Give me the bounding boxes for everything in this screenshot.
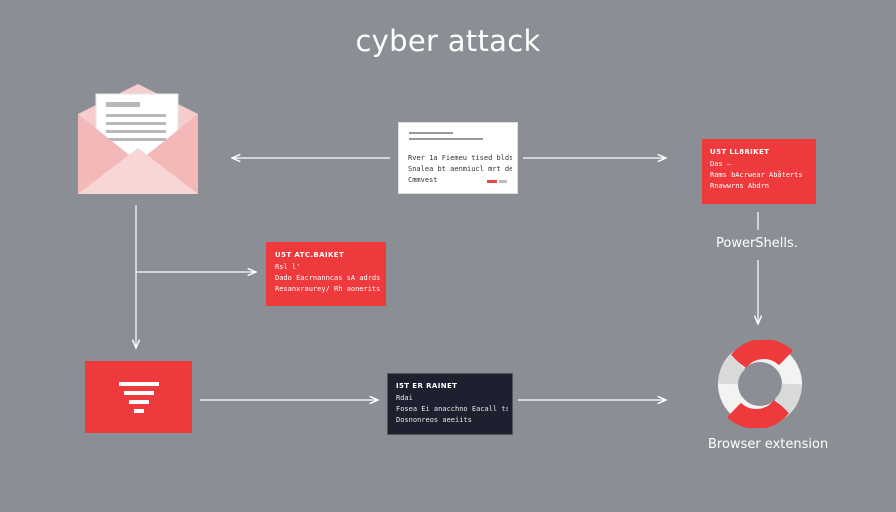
- funnel-icon: [119, 382, 159, 413]
- red-card-top-right-heading: U5T LL8RIKET: [710, 148, 770, 156]
- red-card-middle: U5T ATC.BAIKET Rsl l' Dado Eacrnanncas s…: [266, 242, 386, 306]
- red-card-top-right-line-1: Das —: [710, 160, 732, 168]
- dark-card: I5T ER RAINET Rdai Fosea Ei anacchno Eac…: [387, 373, 513, 435]
- message-line-3: Cmmvest: [408, 176, 438, 184]
- funnel-box: [85, 361, 192, 433]
- red-card-middle-heading: U5T ATC.BAIKET: [275, 251, 345, 259]
- red-card-middle-line-2: Dado Eacrnanncas sA adrds: [275, 274, 381, 282]
- powershell-label: PowerShells.: [716, 236, 798, 251]
- dark-card-line-1: Rdai: [396, 394, 413, 402]
- dark-card-line-3: Dosnonreos aeeiits: [396, 416, 472, 424]
- message-line-2: Snalea bt aenmiucl mrt dell:: [408, 165, 512, 173]
- dark-card-line-2: Fosea Ei anacchno Eacall ts: [396, 405, 508, 413]
- red-card-middle-line-1: Rsl l': [275, 263, 301, 271]
- browser-extension-label: Browser extension: [708, 437, 829, 452]
- red-card-top-right-line-3: Rnawwrns Abdrn: [710, 182, 770, 190]
- message-line-1: Rver 1a Fiemeu tised blds: [408, 154, 512, 162]
- red-card-top-right-line-2: Rams bAcrwear Abåterts: [710, 171, 803, 179]
- dark-card-heading: I5T ER RAINET: [396, 382, 458, 390]
- diagram-title: cyber attack: [355, 24, 541, 58]
- red-card-middle-line-3: Resanxraurey/ Rh aonerits: [275, 285, 381, 293]
- envelope-with-letter-icon: [78, 84, 198, 196]
- message-card-lines: [409, 132, 507, 183]
- red-card-top-right: U5T LL8RIKET Das — Rams bAcrwear Abåtert…: [702, 139, 816, 204]
- message-card: Rver 1a Fiemeu tised blds Snalea bt aenm…: [398, 122, 518, 194]
- browser-ring-icon: [716, 339, 804, 429]
